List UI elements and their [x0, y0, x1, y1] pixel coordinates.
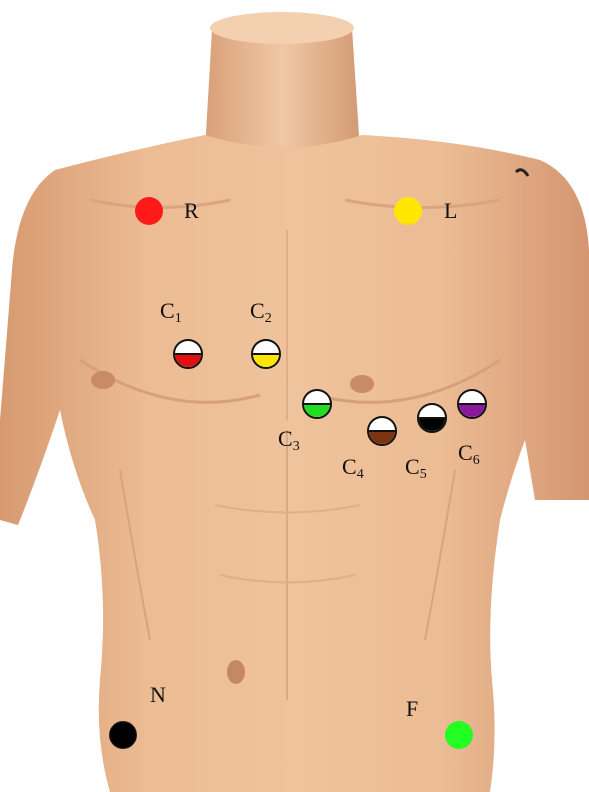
electrode-n-label: N: [150, 684, 166, 706]
electrode-c3-label: C3: [278, 428, 300, 454]
electrode-c1-label: C1: [160, 300, 182, 326]
electrode-c4-label: C4: [342, 456, 364, 482]
navel: [227, 660, 245, 684]
electrode-l-dot: [394, 197, 422, 225]
neck-top: [210, 12, 354, 44]
electrode-n-dot: [109, 721, 137, 749]
nipple-right: [350, 375, 374, 393]
electrode-c6-label: C6: [458, 442, 480, 468]
electrode-c5-label: C5: [405, 456, 427, 482]
electrode-c1-dot: [173, 339, 203, 369]
nipple-left: [91, 371, 115, 389]
electrode-c2-dot: [251, 339, 281, 369]
electrode-c3-dot: [302, 389, 332, 419]
electrode-l-label: L: [444, 200, 457, 222]
electrode-f-label: F: [406, 698, 418, 720]
electrode-c6-dot: [457, 389, 487, 419]
electrode-c4-dot: [367, 416, 397, 446]
electrode-c2-label: C2: [250, 300, 272, 326]
electrode-f-dot: [445, 721, 473, 749]
electrode-r-label: R: [184, 200, 199, 222]
electrode-c5-dot: [417, 403, 447, 433]
electrode-r-dot: [135, 197, 163, 225]
torso-body: [0, 135, 589, 792]
